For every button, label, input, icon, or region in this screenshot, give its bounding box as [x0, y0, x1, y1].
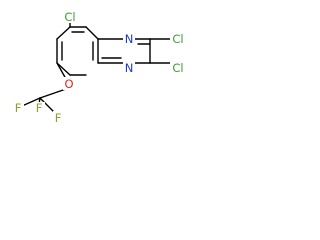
atom-f-left-label: F	[15, 101, 22, 115]
atom-cl-top-left-label: Cl	[64, 10, 75, 24]
atom-n-top-label: N	[125, 32, 134, 46]
bond-cf3-f1	[21, 97, 41, 107]
atom-o-ether: O	[63, 77, 75, 91]
atom-n-top: N	[123, 32, 135, 46]
bond-layer	[21, 21, 171, 114]
atom-cl-top-right: Cl	[170, 32, 188, 46]
bond-cf3-f3	[39, 97, 56, 114]
atom-cl-bottom-right-label: Cl	[172, 61, 183, 75]
atom-label-layer: Cl N Cl N Cl O F F	[13, 10, 188, 125]
atom-n-bottom: N	[123, 61, 135, 75]
structure-diagram: Cl N Cl N Cl O F F	[0, 0, 203, 128]
ring-c8a-c8	[85, 26, 99, 40]
atom-f-left: F	[13, 101, 24, 115]
atom-o-ether-label: O	[64, 77, 73, 91]
bond-c5-o	[56, 62, 67, 80]
atom-cl-bottom-right: Cl	[170, 61, 188, 75]
atom-f-bottom: F	[53, 111, 64, 125]
atom-cl-top-right-label: Cl	[172, 32, 183, 46]
bond-o-cf3	[39, 88, 67, 99]
atom-f-bottom-label: F	[55, 111, 62, 125]
ring-c7-c6	[56, 26, 71, 40]
atom-n-bottom-label: N	[125, 61, 134, 75]
atom-cl-top-left: Cl	[61, 10, 78, 24]
ring-c5-c4	[56, 62, 71, 76]
atom-f-middle: F	[34, 101, 45, 115]
atom-f-middle-label: F	[36, 101, 43, 115]
